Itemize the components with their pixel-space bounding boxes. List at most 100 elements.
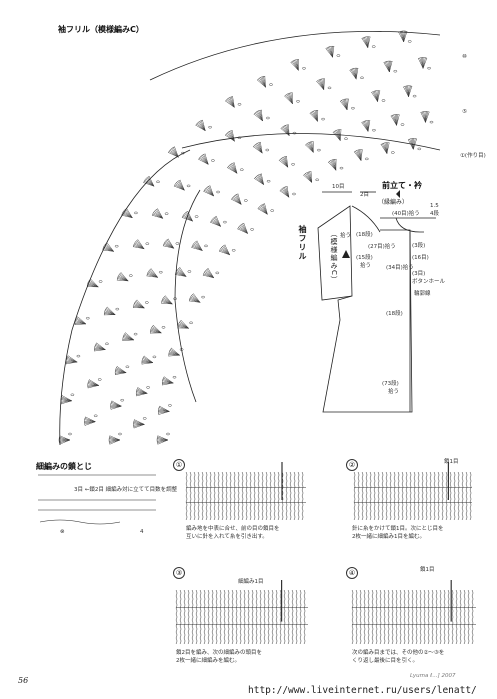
fan-stitch — [87, 378, 102, 389]
step-3-illustration — [175, 580, 308, 645]
dim-collar-27: (27目)拾う — [368, 244, 396, 250]
pattern-box-label: （模様編みC） — [330, 230, 338, 284]
step-1-number: ① — [173, 459, 185, 471]
fan-stitch — [116, 272, 133, 282]
fan-stitch — [198, 153, 215, 165]
fan-stitch — [303, 171, 320, 183]
fan-stitch — [110, 398, 125, 410]
step-2-illustration — [353, 462, 472, 521]
fan-stitch — [168, 347, 184, 357]
step-1-caption-2: 互いに針を入れて糸を引き出す。 — [186, 534, 268, 540]
fan-stitch — [122, 332, 138, 342]
legend-line-1: 3目 ←鎖2目 細編み対に立てて目数を調整 — [74, 487, 178, 493]
fan-stitch — [227, 162, 244, 174]
fan-stitch — [65, 354, 81, 365]
row-label-1: ①(作り目) — [460, 153, 486, 159]
technique-lines — [38, 474, 156, 525]
fan-stitch — [290, 59, 306, 71]
fan-stitch — [327, 158, 344, 171]
fan-stitch — [114, 365, 130, 376]
fan-stitch — [173, 179, 191, 191]
fan-stitch — [162, 375, 177, 386]
step-3-caption-1: 鎖2目を編み、次の細編みの頭目を — [176, 650, 263, 656]
dim-top-left: 10目 — [332, 184, 345, 190]
step-4-number: ④ — [346, 567, 358, 579]
fan-stitch — [177, 319, 193, 329]
fan-stitch — [94, 342, 109, 352]
fan-stitch — [141, 355, 157, 365]
dim-collar-16: (16目) — [412, 255, 429, 261]
fan-stitch — [203, 185, 220, 197]
fan-stitch — [325, 46, 341, 58]
fan-stitch — [305, 141, 321, 153]
fan-stitch — [58, 432, 72, 445]
fan-stitch — [237, 222, 254, 234]
row-label-5: ⑤ — [462, 109, 467, 115]
fan-stitch — [191, 240, 208, 251]
source-url[interactable]: http://www.liveinternet.ru/users/lenatt/ — [248, 685, 477, 696]
sleeve-title: 袖フリル（模様編みC） — [58, 25, 144, 34]
fan-stitch — [417, 57, 431, 70]
brand-watermark: Lyuma ℓ...] 2007 — [410, 673, 456, 679]
fan-stitch — [398, 30, 412, 43]
fan-stitch — [133, 417, 147, 429]
fan-stitch — [158, 404, 172, 415]
fan-stitch — [353, 149, 369, 161]
step-1-illustration — [185, 462, 306, 521]
arrow-marks — [342, 190, 400, 258]
front-schematic — [317, 191, 436, 413]
step-4-label: 鎖1目 — [420, 567, 435, 573]
step-2-caption-2: 2枚一緒に細編み1目を編む。 — [352, 534, 425, 540]
fan-stitch — [103, 306, 120, 316]
fan-stitch — [252, 141, 270, 154]
dim-collar-3b: (3目) — [412, 271, 426, 277]
fan-stitch — [162, 238, 180, 249]
fan-stitch — [210, 215, 227, 227]
fan-stitch — [383, 60, 398, 73]
sleeve-vertical-label: 袖フリル — [298, 225, 307, 261]
fan-stitch — [278, 156, 295, 168]
fan-stitch — [86, 278, 103, 288]
step-3-number: ③ — [173, 567, 185, 579]
fan-stitch — [380, 142, 395, 154]
step-2-label: 鎖1目 — [444, 459, 459, 465]
step-2-number: ② — [346, 459, 358, 471]
step-4-caption-1: 次の編み目までは、その他の②〜③を — [352, 650, 445, 656]
technique-title: 細編みの鎖とじ — [36, 462, 92, 471]
dim-1-5: 1.5 — [430, 203, 439, 209]
chart-outline — [59, 30, 441, 446]
fan-stitch — [188, 293, 205, 303]
fan-stitch — [102, 242, 119, 252]
fan-stitch — [146, 268, 163, 278]
dim-body-18: (18段) — [386, 311, 403, 317]
fan-stitch — [60, 393, 75, 405]
outline-note: 輪郭線 — [414, 291, 431, 297]
fan-stitch — [150, 324, 166, 334]
dim-body-73: (73段) — [382, 381, 399, 387]
fan-stitch — [224, 130, 242, 142]
dim-4: 4段 — [430, 211, 439, 217]
dim-40: (40目)拾う — [392, 211, 420, 217]
row-label-10: ⑩ — [462, 54, 467, 60]
fan-stitch — [225, 96, 242, 108]
dim-body-73b: 拾う — [388, 389, 400, 395]
fan-stitch — [202, 268, 220, 279]
fan-stitch — [218, 244, 236, 256]
fan-stitch — [361, 36, 376, 48]
fan-stitch — [168, 146, 185, 158]
dim-collar-18: (18段) — [356, 232, 373, 238]
fan-stitch — [132, 239, 150, 250]
fan-stitch — [108, 432, 122, 445]
fan-stitch — [284, 92, 300, 104]
fan-stitch — [174, 267, 192, 277]
fan-stitch — [256, 75, 273, 88]
fan-stitch — [74, 316, 90, 326]
fan-stitch — [349, 67, 364, 80]
page-number: 56 — [18, 676, 29, 685]
fan-stitch — [143, 175, 160, 187]
fan-stitch — [316, 78, 332, 90]
fan-stitch — [84, 414, 98, 426]
step-3-caption-2: 2枚一緒に細編みを編む。 — [176, 658, 241, 664]
fan-stitch — [309, 110, 325, 122]
